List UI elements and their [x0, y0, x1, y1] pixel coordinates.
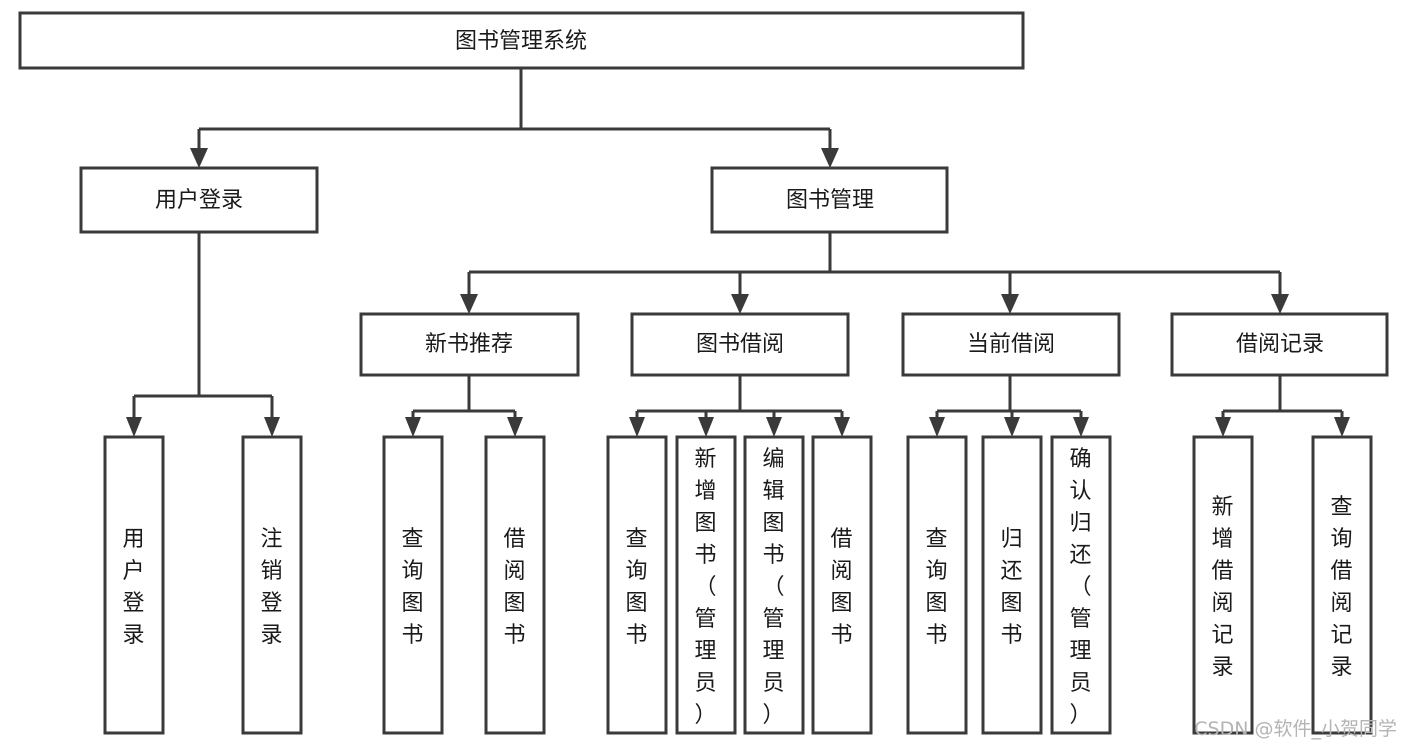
node-leaf-query-book-borrow[interactable]: 查询图书 — [606, 435, 668, 735]
arrow-head-leaf-query-book-recommend — [405, 417, 421, 437]
node-leaf-query-book-recommend-box[interactable] — [382, 435, 444, 735]
node-leaf-add-record-box[interactable] — [1192, 435, 1254, 735]
arrow-head-user-login — [190, 148, 208, 168]
node-borrow-record[interactable]: 借阅记录 — [1170, 312, 1389, 377]
arrow-head-leaf-return-book — [1004, 417, 1020, 437]
node-leaf-query-book-recommend[interactable]: 查询图书 — [382, 435, 444, 735]
arrow-head-leaf-borrow-book-recommend — [507, 417, 523, 437]
node-leaf-logout-box[interactable] — [241, 435, 303, 735]
node-book-borrow-box[interactable] — [630, 312, 850, 377]
node-leaf-return-book-box[interactable] — [981, 435, 1043, 735]
node-leaf-return-book[interactable]: 归还图书 — [981, 435, 1043, 735]
node-leaf-query-book-current[interactable]: 查询图书 — [906, 435, 968, 735]
node-leaf-edit-book-label: 编辑图书（管理员） — [762, 447, 785, 728]
node-leaf-query-book-borrow-box[interactable] — [606, 435, 668, 735]
node-leaf-user-login-box[interactable] — [103, 435, 165, 735]
node-leaf-user-login-label: 用户登录 — [122, 527, 145, 648]
arrow-head-book-borrow — [731, 294, 749, 314]
node-leaf-query-record-label: 查询借阅记录 — [1330, 495, 1353, 680]
node-user-login-label: 用户登录 — [155, 188, 243, 213]
node-leaf-borrow-book[interactable]: 借阅图书 — [811, 435, 873, 735]
node-user-login[interactable]: 用户登录 — [79, 166, 319, 234]
arrow-head-new-book-recommend — [460, 294, 478, 314]
node-borrow-record-label: 借阅记录 — [1236, 332, 1324, 357]
arrow-head-leaf-query-book-borrow — [629, 417, 645, 437]
arrow-head-leaf-edit-book — [766, 417, 782, 437]
node-leaf-query-book-borrow-label: 查询图书 — [625, 527, 648, 648]
node-leaf-logout-label: 注销登录 — [260, 527, 283, 648]
node-leaf-edit-book[interactable]: 编辑图书（管理员） — [743, 435, 805, 735]
node-leaf-borrow-book-recommend-box[interactable] — [484, 435, 546, 735]
node-book-management-label: 图书管理 — [786, 188, 874, 213]
node-leaf-add-record[interactable]: 新增借阅记录 — [1192, 435, 1254, 735]
node-user-login-box[interactable] — [79, 166, 319, 234]
arrow-head-leaf-query-book-current — [929, 417, 945, 437]
node-book-management[interactable]: 图书管理 — [710, 166, 949, 234]
node-new-book-recommend-label: 新书推荐 — [425, 332, 513, 357]
node-leaf-query-record-box[interactable] — [1311, 435, 1373, 735]
node-leaf-confirm-return[interactable]: 确认归还（管理员） — [1050, 435, 1112, 735]
arrow-head-leaf-query-record — [1334, 417, 1350, 437]
node-leaf-add-book-label: 新增图书（管理员） — [694, 447, 717, 728]
arrow-head-current-borrow — [1001, 294, 1019, 314]
node-root[interactable]: 图书管理系统 — [18, 11, 1025, 70]
node-leaf-confirm-return-box[interactable] — [1050, 435, 1112, 735]
leaf-layer: 用户登录 注销登录 查询图书 借阅图书 查询图书 新增图书（管理员） — [103, 435, 1373, 735]
node-leaf-user-login[interactable]: 用户登录 — [103, 435, 165, 735]
node-leaf-query-record[interactable]: 查询借阅记录 — [1311, 435, 1373, 735]
node-book-borrow[interactable]: 图书借阅 — [630, 312, 850, 377]
node-leaf-borrow-book-label: 借阅图书 — [830, 527, 853, 648]
node-leaf-add-book-box[interactable] — [675, 435, 737, 735]
node-leaf-query-book-current-label: 查询图书 — [925, 527, 948, 648]
node-current-borrow-label: 当前借阅 — [967, 332, 1055, 357]
node-root-box[interactable] — [18, 11, 1025, 70]
arrow-head-leaf-confirm-return — [1073, 417, 1089, 437]
node-leaf-query-book-recommend-label: 查询图书 — [401, 527, 424, 648]
arrow-head-leaf-add-book — [698, 417, 714, 437]
arrow-head-leaf-add-record — [1215, 417, 1231, 437]
node-new-book-recommend[interactable]: 新书推荐 — [359, 312, 580, 377]
node-leaf-return-book-label: 归还图书 — [1000, 527, 1023, 648]
arrow-head-book-management — [821, 148, 839, 168]
node-current-borrow-box[interactable] — [901, 312, 1121, 377]
node-new-book-recommend-box[interactable] — [359, 312, 580, 377]
arrow-head-borrow-record — [1271, 294, 1289, 314]
node-leaf-confirm-return-label: 确认归还（管理员） — [1069, 447, 1092, 728]
node-leaf-logout[interactable]: 注销登录 — [241, 435, 303, 735]
arrow-head-leaf-borrow-book — [834, 417, 850, 437]
node-current-borrow[interactable]: 当前借阅 — [901, 312, 1121, 377]
node-leaf-add-record-label: 新增借阅记录 — [1211, 495, 1234, 680]
connector-layer — [126, 68, 1350, 437]
arrow-head-leaf-logout — [264, 417, 280, 437]
node-leaf-add-book[interactable]: 新增图书（管理员） — [675, 435, 737, 735]
node-book-borrow-label: 图书借阅 — [696, 332, 784, 357]
node-layer: 图书管理系统 用户登录 图书管理 新书推荐 图书借阅 当前借阅 借阅记录 — [18, 11, 1389, 735]
node-leaf-edit-book-box[interactable] — [743, 435, 805, 735]
arrow-head-leaf-user-login — [126, 417, 142, 437]
node-borrow-record-box[interactable] — [1170, 312, 1389, 377]
node-book-management-box[interactable] — [710, 166, 949, 234]
node-leaf-borrow-book-box[interactable] — [811, 435, 873, 735]
node-root-label: 图书管理系统 — [455, 29, 587, 54]
node-leaf-borrow-book-recommend[interactable]: 借阅图书 — [484, 435, 546, 735]
node-leaf-query-book-current-box[interactable] — [906, 435, 968, 735]
node-leaf-borrow-book-recommend-label: 借阅图书 — [503, 527, 526, 648]
